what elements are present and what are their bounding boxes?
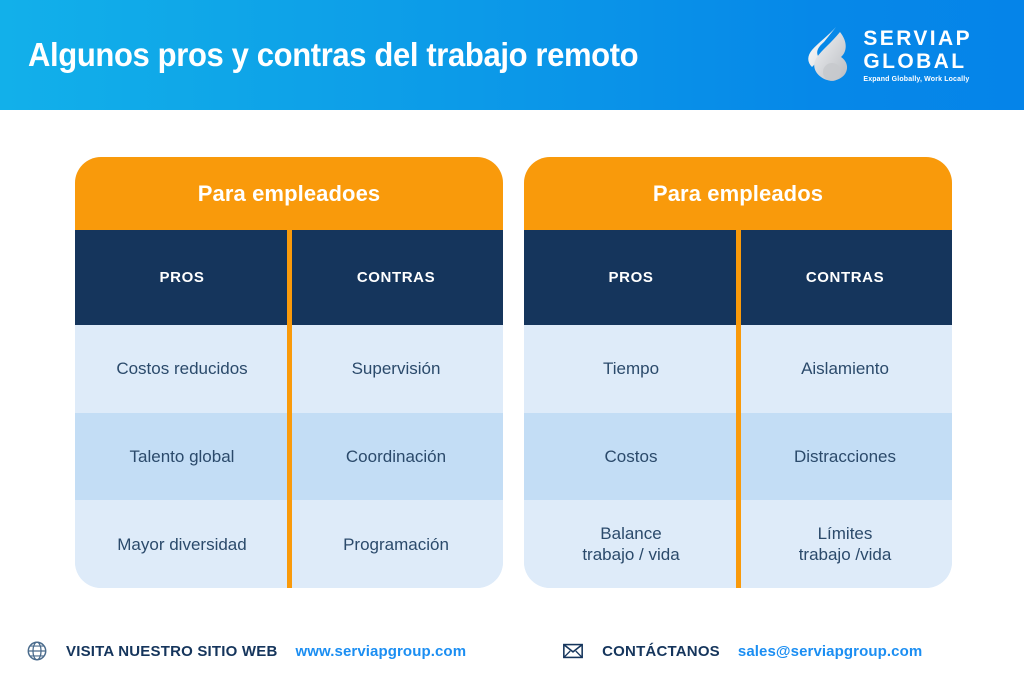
page-header: Algunos pros y contras del trabajo remot… bbox=[0, 0, 1024, 110]
footer-contact-email[interactable]: sales@serviapgroup.com bbox=[737, 642, 923, 660]
footer-website-group: VISITA NUESTRO SITIO WEB www.serviapgrou… bbox=[26, 640, 466, 662]
footer-website-label: VISITA NUESTRO SITIO WEB bbox=[66, 642, 278, 660]
logo-line-global: GLOBAL bbox=[863, 49, 967, 73]
column-header-pros: PROS bbox=[524, 230, 738, 325]
table-cell: Mayor diversidad bbox=[75, 500, 289, 588]
card-title: Para empleados bbox=[524, 157, 952, 230]
column-contras: CONTRAS Supervisión Coordinación Program… bbox=[289, 230, 503, 588]
table-cell: Programación bbox=[289, 500, 503, 588]
table-cell: Costos reducidos bbox=[75, 325, 289, 413]
column-header-pros: PROS bbox=[75, 230, 289, 325]
page-footer: VISITA NUESTRO SITIO WEB www.serviapgrou… bbox=[0, 615, 1024, 687]
table-cell: Distracciones bbox=[738, 412, 952, 501]
table-cell: Coordinación bbox=[289, 412, 503, 501]
table-card-employees: Para empleados PROS Tiempo Costos Balanc… bbox=[524, 157, 952, 588]
logo-wordmark: SERVIAP GLOBAL Expand Globally, Work Loc… bbox=[863, 28, 972, 83]
table-cell: Costos bbox=[524, 412, 738, 501]
table-cell: Aislamiento bbox=[738, 325, 952, 413]
table-cell: Talento global bbox=[75, 412, 289, 501]
comparison-table: PROS Costos reducidos Talento global May… bbox=[75, 230, 503, 588]
logo-tagline: Expand Globally, Work Locally bbox=[863, 75, 970, 83]
table-cell: Tiempo bbox=[524, 325, 738, 413]
globe-icon bbox=[27, 641, 47, 661]
flame-logo-icon bbox=[808, 27, 848, 81]
envelope-icon bbox=[563, 643, 584, 659]
footer-contact-group: CONTÁCTANOS sales@serviapgroup.com bbox=[562, 640, 922, 662]
column-divider bbox=[286, 230, 292, 588]
column-header-contras: CONTRAS bbox=[289, 230, 503, 325]
footer-contact-label: CONTÁCTANOS bbox=[602, 642, 720, 660]
footer-website-link[interactable]: www.serviapgroup.com bbox=[295, 642, 467, 660]
column-pros: PROS Costos reducidos Talento global May… bbox=[75, 230, 289, 588]
column-divider bbox=[735, 230, 741, 588]
card-title: Para empleadoes bbox=[75, 157, 503, 230]
column-contras: CONTRAS Aislamiento Distracciones Límite… bbox=[738, 230, 952, 588]
table-cell: Supervisión bbox=[289, 325, 503, 413]
table-card-employers: Para empleadoes PROS Costos reducidos Ta… bbox=[75, 157, 503, 588]
column-header-contras: CONTRAS bbox=[738, 230, 952, 325]
serviap-global-logo: SERVIAP GLOBAL Expand Globally, Work Loc… bbox=[806, 26, 972, 84]
logo-line-serviap: SERVIAP bbox=[863, 26, 972, 50]
page-title: Algunos pros y contras del trabajo remot… bbox=[28, 36, 639, 73]
